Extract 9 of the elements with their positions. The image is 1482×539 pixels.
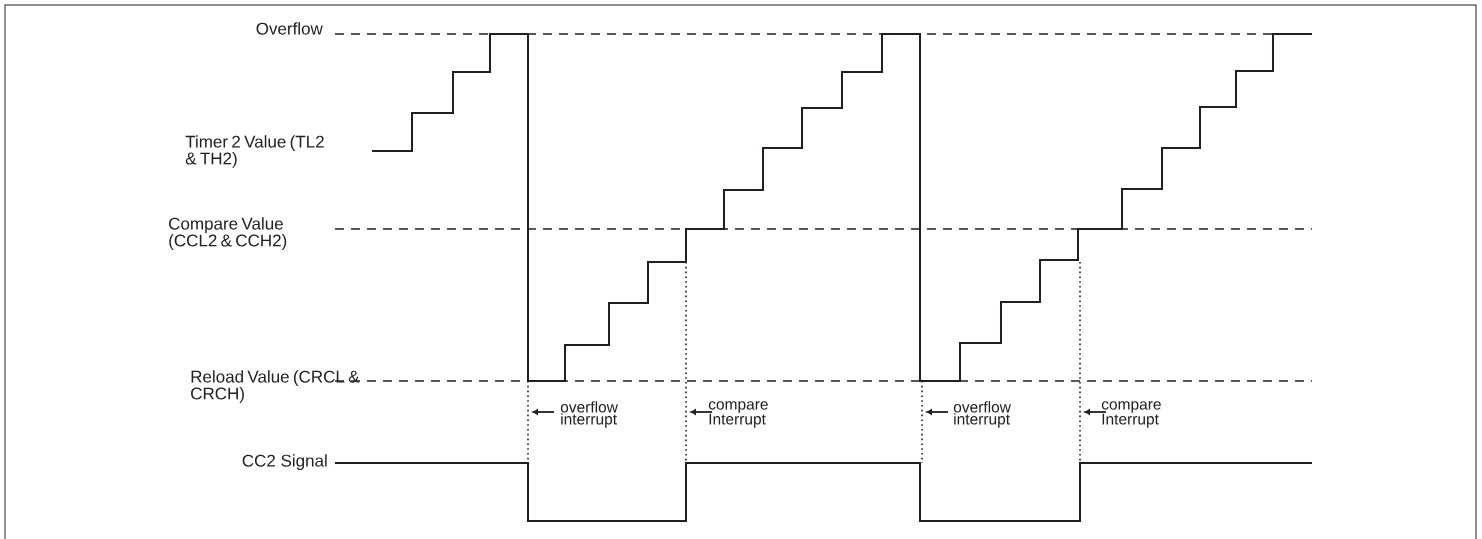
note: compare Interrupt <box>1101 401 1161 428</box>
level-label: CC2 Signal <box>242 454 327 471</box>
level-label: Overflow <box>256 22 323 35</box>
level-label: Timer 2 Value (TL2 & TH2) <box>185 135 324 168</box>
note: overflow interrupt <box>953 401 1011 428</box>
note: overflow interrupt <box>560 401 618 428</box>
level-label: Reload Value (CRCL & CRCH) <box>191 370 360 403</box>
note: compare Interrupt <box>708 401 768 428</box>
level-label: Compare Value (CCL2 & CCH2) <box>169 217 287 250</box>
